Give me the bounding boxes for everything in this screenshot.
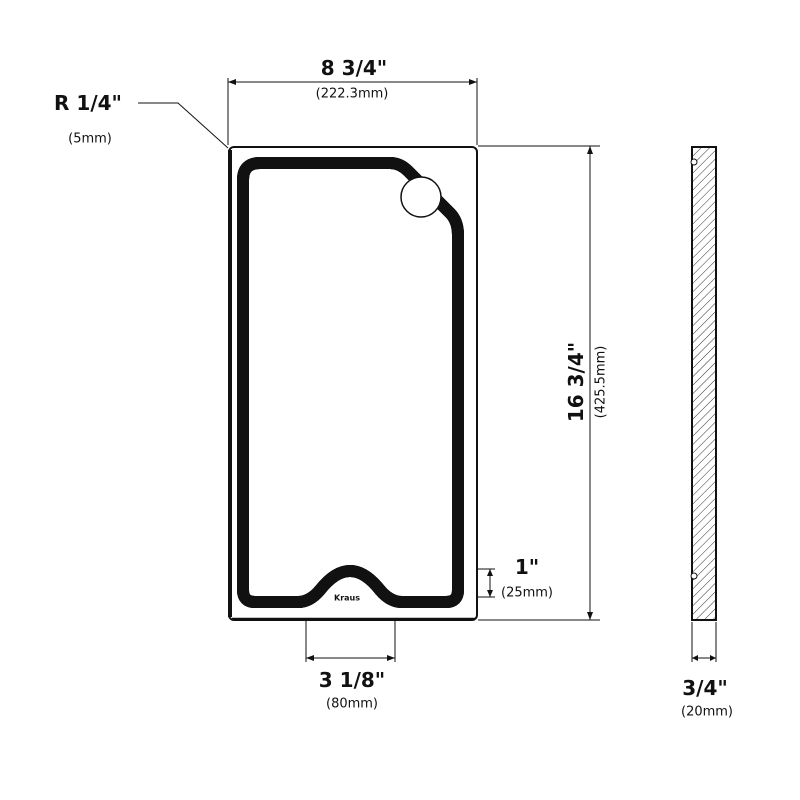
radius-leader xyxy=(138,102,229,149)
board-outline xyxy=(228,146,478,621)
width-label: 8 3/4" xyxy=(320,56,388,80)
radius-metric: (5mm) xyxy=(68,131,112,147)
width-dimension xyxy=(227,78,478,145)
side-view xyxy=(690,146,717,621)
hanging-hole xyxy=(400,176,442,218)
thickness-label: 3/4" xyxy=(682,676,728,700)
notch-width-metric: (80mm) xyxy=(325,696,379,712)
length-metric: (425.5mm) xyxy=(593,345,609,419)
notch-depth-label: 1" xyxy=(514,555,540,579)
brand-logo: Kraus xyxy=(334,593,360,603)
thickness-dimension xyxy=(691,622,717,662)
length-dimension xyxy=(478,145,600,621)
notch-width-label: 3 1/8" xyxy=(318,668,386,692)
thickness-metric: (20mm) xyxy=(680,704,734,720)
radius-label: R 1/4" xyxy=(54,91,122,115)
notch-width-dimension xyxy=(305,614,396,662)
notch-depth-metric: (25mm) xyxy=(500,585,554,601)
width-metric: (222.3mm) xyxy=(315,86,389,102)
length-label: 16 3/4" xyxy=(564,341,588,423)
juice-groove xyxy=(237,157,464,608)
